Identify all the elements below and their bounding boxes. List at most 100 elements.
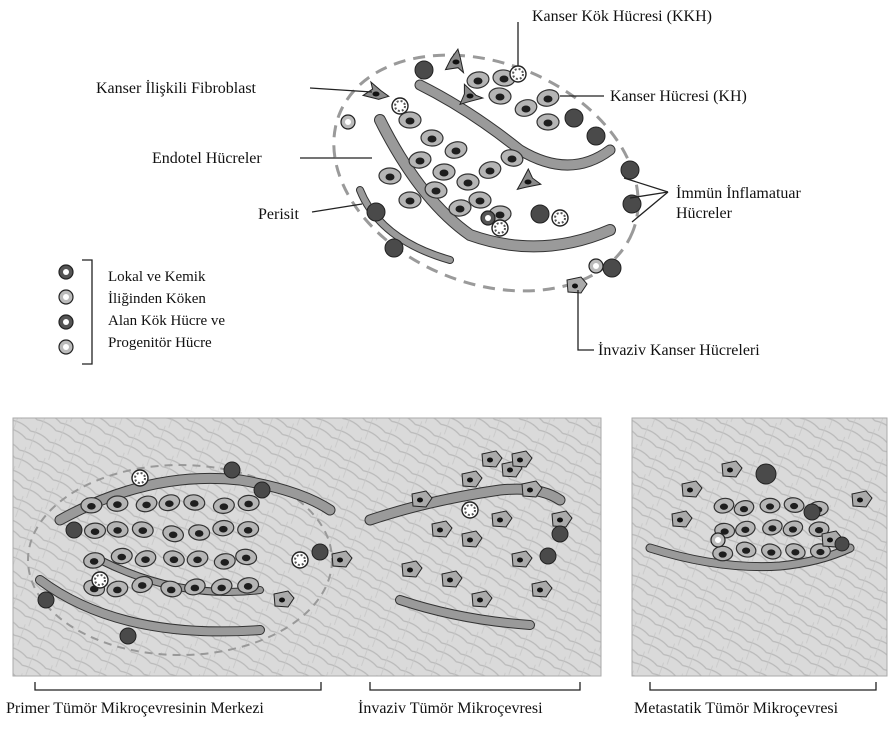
cancer-cell-nucleus <box>768 525 776 531</box>
cancer-cell-nucleus <box>87 503 96 510</box>
cancer-cell-nucleus <box>416 158 425 165</box>
immune-cell <box>367 203 385 221</box>
cancer-cell-nucleus <box>496 94 505 101</box>
cancer-cell-nucleus <box>191 585 200 592</box>
cancer-cell-nucleus <box>406 198 415 205</box>
invasive-cell-nucleus <box>417 498 423 503</box>
caption-primary: Primer Tümör Mikroçevresinin Merkezi <box>6 700 264 718</box>
cancer-cell-nucleus <box>474 78 483 85</box>
invasive-cell-nucleus <box>407 568 413 573</box>
legend-line: Progenitör Hücre <box>108 332 225 354</box>
label-fibroblast: Kanser İlişkili Fibroblast <box>96 80 256 98</box>
progenitor-core <box>345 119 351 125</box>
cancer-cell-nucleus <box>242 555 251 562</box>
cancer-cell-nucleus <box>476 198 485 205</box>
invasive-cell-nucleus <box>487 458 493 463</box>
cancer-cell-nucleus <box>500 76 509 83</box>
cancer-cell-nucleus <box>193 556 202 563</box>
cancer-cell-nucleus <box>165 500 174 507</box>
caption-invasive: İnvaziv Tümör Mikroçevresi <box>358 700 543 718</box>
legend-line: Alan Kök Hücre ve <box>108 310 225 332</box>
invasive-cell-nucleus <box>687 488 693 493</box>
cancer-cell-nucleus <box>90 558 99 565</box>
cancer-cell-nucleus <box>113 501 122 508</box>
leader-perisit <box>312 204 362 212</box>
cancer-cell-nucleus <box>791 549 799 555</box>
immune-cell <box>603 259 621 277</box>
cancer-cell-nucleus <box>117 554 126 561</box>
immune-cell <box>540 548 556 564</box>
cancer-cell-nucleus <box>217 585 226 592</box>
cancer-cell-nucleus <box>244 527 253 534</box>
cancer-cell-nucleus <box>142 502 151 509</box>
legend-bracket <box>82 260 92 364</box>
invasive-cell-nucleus <box>857 498 863 503</box>
cancer-cell-nucleus <box>767 549 775 555</box>
cancer-cell-nucleus <box>167 587 176 594</box>
immune-cell <box>66 522 82 538</box>
progenitor-core <box>63 269 69 275</box>
cancer-cell-nucleus <box>195 530 204 537</box>
fibroblast-nucleus <box>453 60 460 65</box>
cancer-cell-nucleus <box>220 559 229 566</box>
immune-cell <box>552 526 568 542</box>
progenitor-core <box>715 537 721 543</box>
label-kkh: Kanser Kök Hücresi (KKH) <box>532 8 712 26</box>
invasive-cell-nucleus <box>507 468 513 473</box>
immune-cell <box>587 127 605 145</box>
immune-cell <box>415 61 433 79</box>
cancer-cell-nucleus <box>486 168 495 175</box>
cancer-cell-nucleus <box>740 506 748 512</box>
fibroblast <box>517 169 541 189</box>
legend-line: İliğinden Köken <box>108 288 225 310</box>
leader-invaziv <box>578 290 594 350</box>
label-immun-line1: İmmün İnflamatuar <box>676 185 801 203</box>
invasive-cell-nucleus <box>337 558 343 563</box>
immune-cell <box>531 205 549 223</box>
label-immun-line2: Hücreler <box>676 205 732 223</box>
invasive-cell-nucleus <box>557 518 563 523</box>
cancer-cell-nucleus <box>720 504 728 510</box>
cancer-cell-nucleus <box>456 206 465 213</box>
invasive-cell-nucleus <box>572 284 578 289</box>
invasive-cell-nucleus <box>467 478 473 483</box>
fibroblast-nucleus <box>467 94 474 99</box>
cancer-cell-nucleus <box>789 526 797 532</box>
invasive-cell-nucleus <box>467 538 473 543</box>
legend-line: Lokal ve Kemik <box>108 266 225 288</box>
cancer-cell-nucleus <box>816 549 824 555</box>
cancer-cell-nucleus <box>508 156 517 163</box>
cancer-cell-nucleus <box>432 188 441 195</box>
invasive-cell-nucleus <box>477 598 483 603</box>
invasive-cell-nucleus <box>437 528 443 533</box>
leader-immun-1 <box>624 178 668 192</box>
invasive-cell-nucleus <box>537 588 543 593</box>
invasive-cell-nucleus <box>279 598 285 603</box>
immune-cell <box>38 592 54 608</box>
immune-cell <box>385 239 403 257</box>
bracket-primary <box>35 682 321 690</box>
cancer-cell-nucleus <box>544 96 553 103</box>
progenitor-core <box>593 263 599 269</box>
immune-cell <box>224 462 240 478</box>
fibroblast <box>363 82 389 99</box>
cancer-cell-nucleus <box>719 551 727 557</box>
caption-metastatic: Metastatik Tümör Mikroçevresi <box>634 700 838 718</box>
immune-cell <box>756 464 776 484</box>
fibroblast-nucleus <box>373 92 380 97</box>
cancer-cell-nucleus <box>496 212 505 219</box>
fibroblast-nucleus <box>525 180 532 185</box>
cancer-cell-nucleus <box>219 526 228 533</box>
label-kh: Kanser Hücresi (KH) <box>610 88 747 106</box>
cancer-cell-nucleus <box>406 118 415 125</box>
cancer-cell-nucleus <box>190 500 199 507</box>
progenitor-core <box>63 294 69 300</box>
invasive-cell-nucleus <box>677 518 683 523</box>
invasive-cell-nucleus <box>527 488 533 493</box>
invasive-cell-nucleus <box>517 558 523 563</box>
cancer-cell-nucleus <box>544 120 553 127</box>
cancer-cell-nucleus <box>139 527 148 534</box>
immune-cell <box>835 537 849 551</box>
